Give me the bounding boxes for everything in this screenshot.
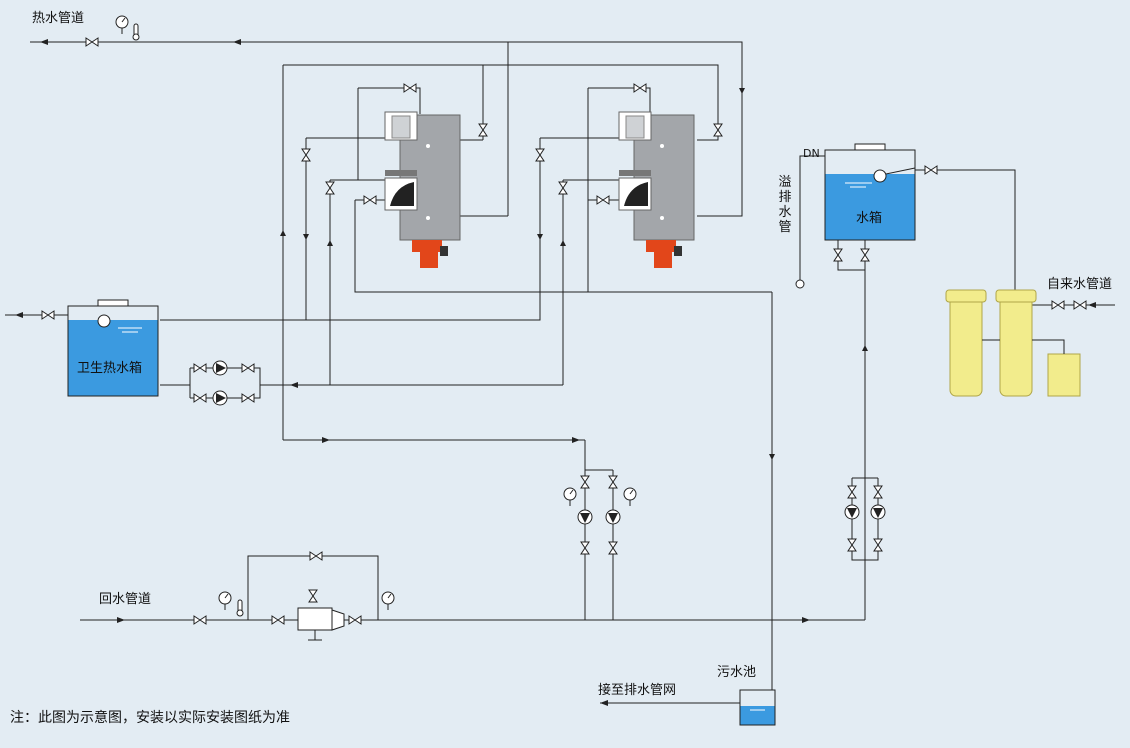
sanitary-hot-water-tank [67,299,159,397]
boiler-2 [618,111,695,268]
boiler-1 [384,111,461,268]
water-tank [824,143,916,241]
dn-label: DN [803,147,820,160]
note-text: 注：此图为示意图，安装以实际安装图纸为准 [10,710,290,726]
water-softener [945,289,1081,397]
overflow-drain-outlet [795,279,805,289]
hot-water-pipe-label: 热水管道 [32,11,85,26]
water-tank-label: 水箱 [856,211,883,226]
strainer [297,607,345,641]
drain-network-label: 接至排水管网 [598,683,677,698]
sewage-pool [600,689,776,726]
valves [41,37,1087,625]
return-water-pipe-label: 回水管道 [99,592,152,607]
sewage-pool-label: 污水池 [717,665,757,680]
instruments [115,15,676,617]
overflow-drain-label: 溢排水管 [778,175,792,235]
sanitary-hot-tank-label: 卫生热水箱 [77,361,143,376]
pipes [5,41,1115,704]
flow-arrows [15,39,1096,623]
tap-water-pipe-label: 自来水管道 [1047,277,1113,292]
